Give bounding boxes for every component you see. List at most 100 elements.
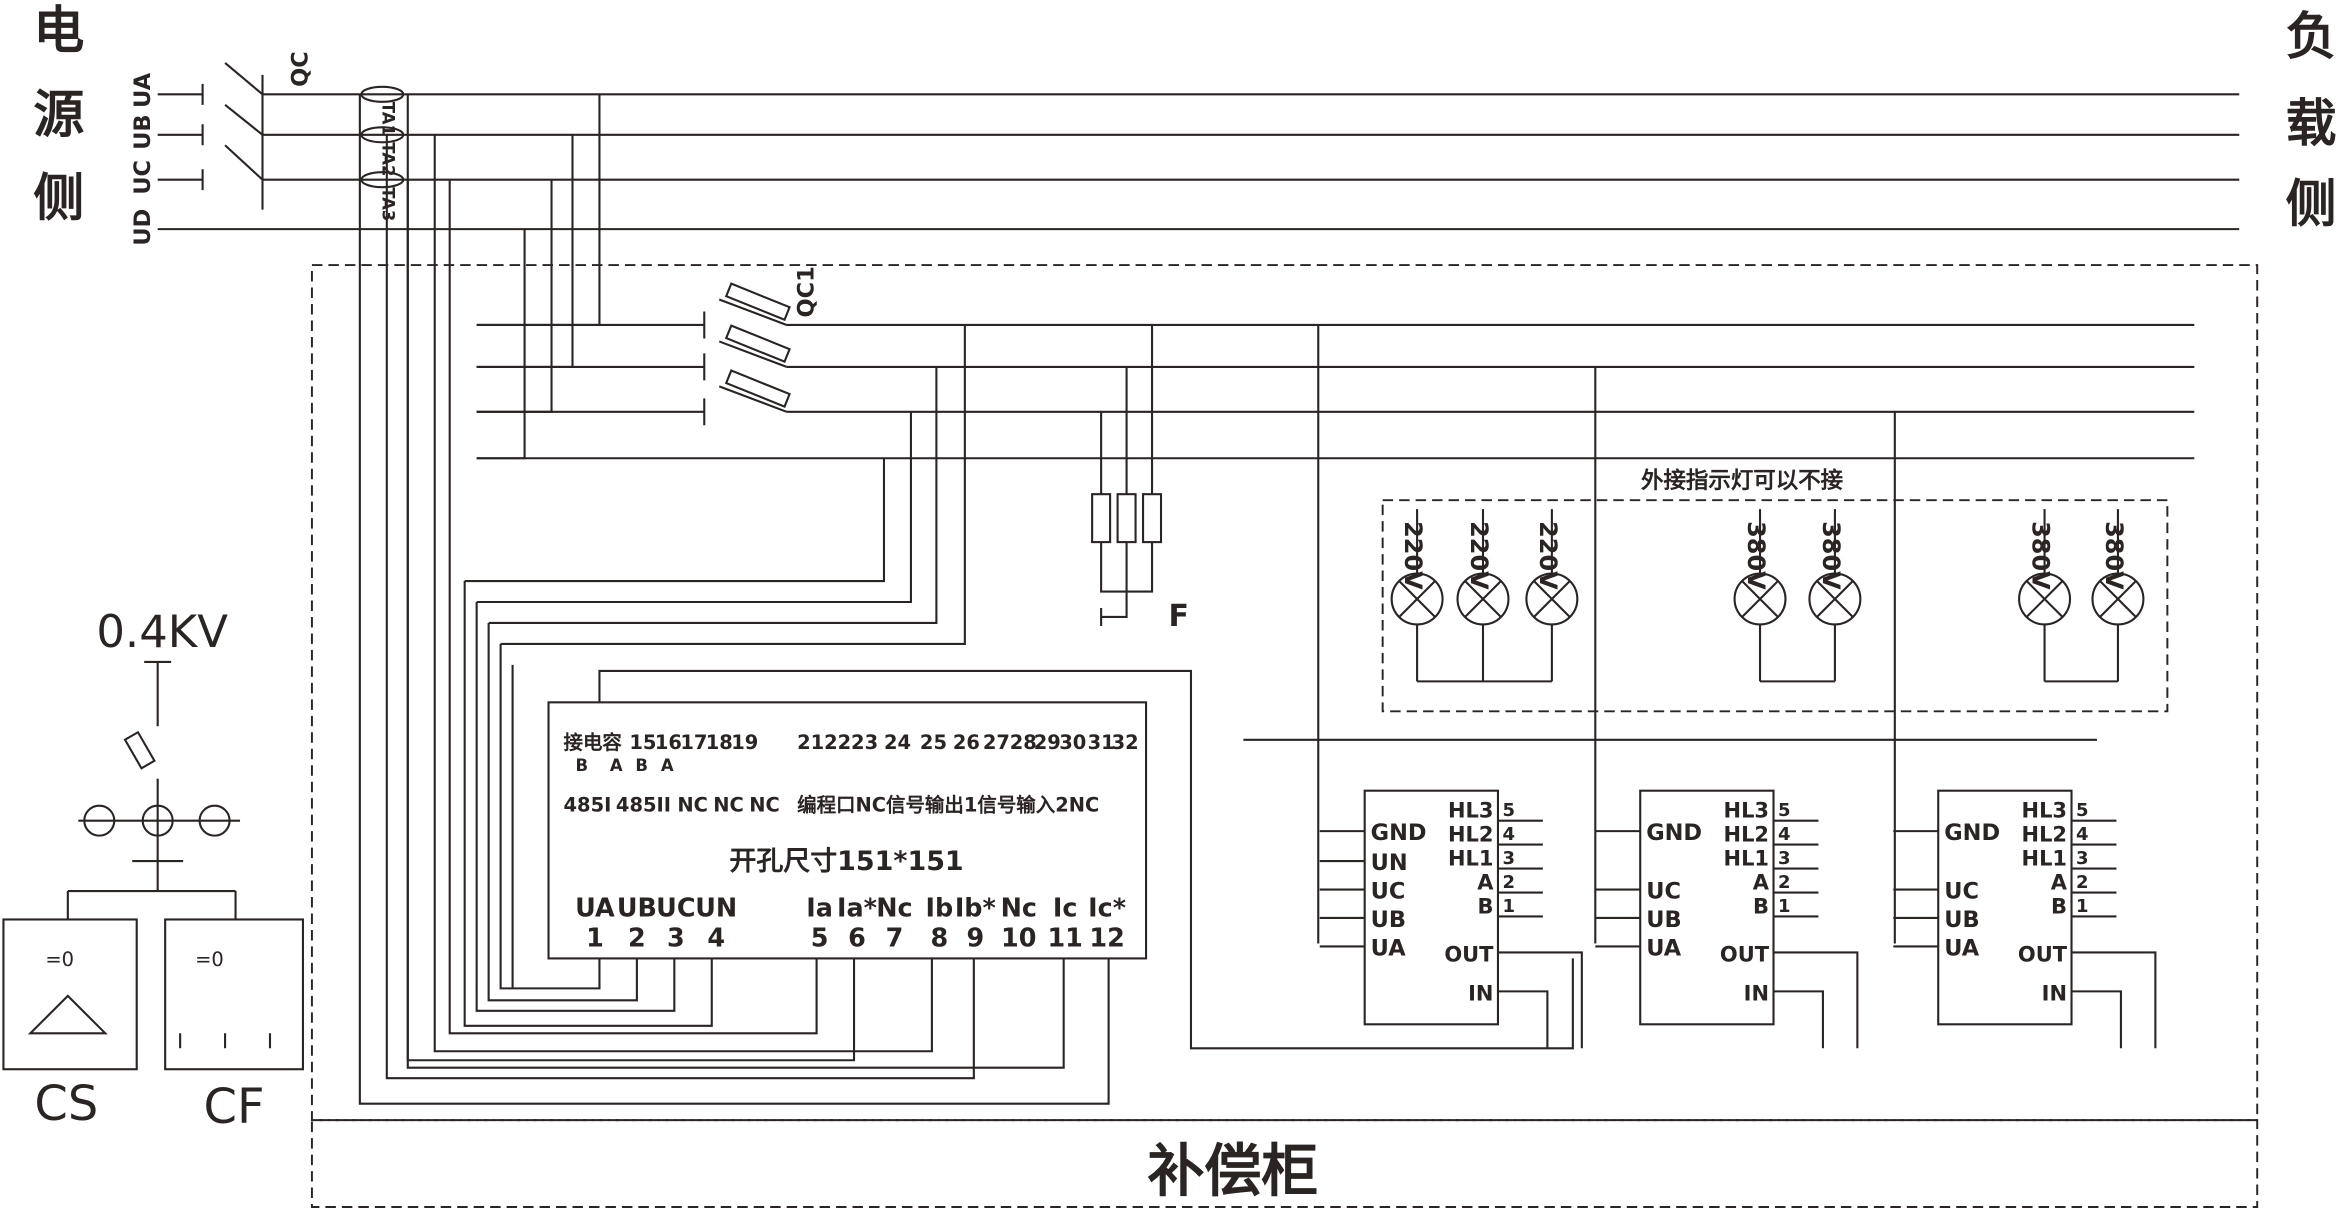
cabinet-label: 补偿柜 bbox=[1148, 1139, 1319, 1205]
module-output-label: HL2 bbox=[2022, 823, 2067, 847]
module-output-label: IN bbox=[1468, 981, 1493, 1005]
capacitor-symbols bbox=[27, 994, 272, 1049]
terminal-number: 15 bbox=[629, 731, 656, 754]
terminal-number: 16 bbox=[655, 731, 682, 754]
module-output-label: HL2 bbox=[1724, 823, 1769, 847]
module-output-label: HL3 bbox=[1448, 799, 1493, 823]
main-bus bbox=[157, 62, 2240, 231]
module-pin: 1 bbox=[1502, 896, 1515, 917]
terminal-index: 12 bbox=[1089, 923, 1124, 953]
lamp-box bbox=[1381, 499, 2169, 713]
module-output-label: IN bbox=[1744, 981, 1769, 1005]
terminal-function: NC bbox=[749, 794, 780, 817]
cs-bank bbox=[2, 918, 138, 1071]
lamp-voltage: 380V bbox=[1742, 521, 1770, 590]
terminal-name: Ic* bbox=[1088, 893, 1126, 923]
terminal-index: 8 bbox=[931, 923, 949, 953]
terminal-number: 18 bbox=[706, 731, 733, 754]
module-input-label: UC bbox=[1944, 879, 1979, 905]
svg-text:UC: UC bbox=[130, 160, 156, 195]
terminal-number: 27 bbox=[983, 731, 1010, 754]
module-input-label: GND bbox=[1944, 820, 2000, 846]
module-pin: 4 bbox=[1502, 824, 1515, 845]
module-input-label: GND bbox=[1646, 820, 1702, 846]
module-output-label: A bbox=[2051, 871, 2068, 895]
inner-bus bbox=[476, 282, 2195, 460]
terminal-name: UC bbox=[656, 893, 695, 923]
terminal-number: 32 bbox=[1112, 731, 1139, 754]
terminal-index: 3 bbox=[667, 923, 685, 953]
svg-text:UD: UD bbox=[130, 209, 156, 246]
module-input-label: UA bbox=[1371, 935, 1407, 961]
module-pin: 5 bbox=[1502, 800, 1515, 821]
lamp-box-title: 外接指示灯可以不接 bbox=[1641, 467, 1844, 494]
terminal-name: UN bbox=[695, 893, 737, 923]
module-pin: 2 bbox=[2076, 872, 2089, 893]
terminal-name: UB bbox=[617, 893, 657, 923]
cabinet-label-box bbox=[310, 1119, 2259, 1208]
terminal-index: 11 bbox=[1047, 923, 1082, 953]
terminal-function: 485I bbox=[564, 794, 612, 817]
cf-switch-label: =0 bbox=[195, 948, 224, 971]
module-output-label: HL2 bbox=[1448, 823, 1493, 847]
module-output-label: OUT bbox=[2018, 942, 2068, 966]
module-input-label: UN bbox=[1371, 850, 1408, 876]
module-output-label: HL1 bbox=[1448, 847, 1493, 871]
terminal-function: 485II bbox=[616, 794, 671, 817]
terminal-name: Ic bbox=[1053, 893, 1078, 923]
lamp-voltage: 220V bbox=[1399, 521, 1427, 590]
lamp-voltage: 380V bbox=[1817, 521, 1845, 590]
cf-label: CF bbox=[204, 1080, 265, 1135]
terminal-name: Ib* bbox=[955, 893, 996, 923]
terminal-number: 19 bbox=[731, 731, 758, 754]
svg-text:侧: 侧 bbox=[2286, 176, 2337, 235]
terminal-number: 23 bbox=[851, 731, 878, 754]
qc-label: QC bbox=[287, 51, 313, 87]
module-pin: 4 bbox=[2076, 824, 2089, 845]
svg-text:UA: UA bbox=[130, 72, 156, 108]
terminal-name: UA bbox=[575, 893, 615, 923]
ab-label: B bbox=[635, 756, 648, 775]
svg-text:载: 载 bbox=[2286, 95, 2337, 154]
module-pin: 1 bbox=[2076, 896, 2089, 917]
module-output-label: OUT bbox=[1720, 942, 1770, 966]
module-pin: 3 bbox=[1502, 848, 1515, 869]
terminal-index: 9 bbox=[966, 923, 984, 953]
terminal-number: 接电容 bbox=[564, 731, 623, 754]
phase-labels: UA UB UC UD bbox=[130, 72, 156, 245]
svg-text:电: 电 bbox=[33, 2, 84, 61]
module-output-label: HL1 bbox=[2022, 847, 2067, 871]
voltage-label: 0.4KV bbox=[96, 605, 228, 658]
module-output-label: A bbox=[1477, 871, 1494, 895]
terminal-number: 30 bbox=[1059, 731, 1086, 754]
module-input-label: UC bbox=[1646, 879, 1681, 905]
cf-bank bbox=[164, 918, 304, 1071]
feeder-wires bbox=[358, 94, 1110, 1105]
terminal-function: NC bbox=[677, 794, 708, 817]
terminal-number: 21 bbox=[797, 731, 824, 754]
module-input-label: UA bbox=[1944, 935, 1980, 961]
load-side-label: 负 载 侧 bbox=[2286, 8, 2337, 235]
qc1-label: QC1 bbox=[794, 266, 820, 317]
terminal-name: Ib bbox=[926, 893, 954, 923]
terminal-name: Ia* bbox=[837, 893, 877, 923]
ab-label: B bbox=[575, 756, 588, 775]
terminal-number: 24 bbox=[884, 731, 911, 754]
svg-text:源: 源 bbox=[33, 86, 84, 145]
terminal-number: 25 bbox=[920, 731, 947, 754]
terminal-index: 4 bbox=[707, 923, 725, 953]
lamp-voltage: 220V bbox=[1465, 521, 1493, 590]
ab-label: A bbox=[610, 756, 623, 775]
terminal-functions-right: 编程口NC信号输出1信号输入2NC bbox=[797, 794, 1099, 817]
terminal-index: 5 bbox=[811, 923, 829, 953]
module-pin: 5 bbox=[2076, 800, 2089, 821]
svg-text:UB: UB bbox=[130, 114, 156, 149]
module-output-label: HL1 bbox=[1724, 847, 1769, 871]
svg-text:TA1: TA1 bbox=[378, 102, 397, 136]
terminal-name: Ia bbox=[806, 893, 833, 923]
module-input-label: UA bbox=[1646, 935, 1682, 961]
cabinet-boundary bbox=[310, 264, 2259, 1122]
